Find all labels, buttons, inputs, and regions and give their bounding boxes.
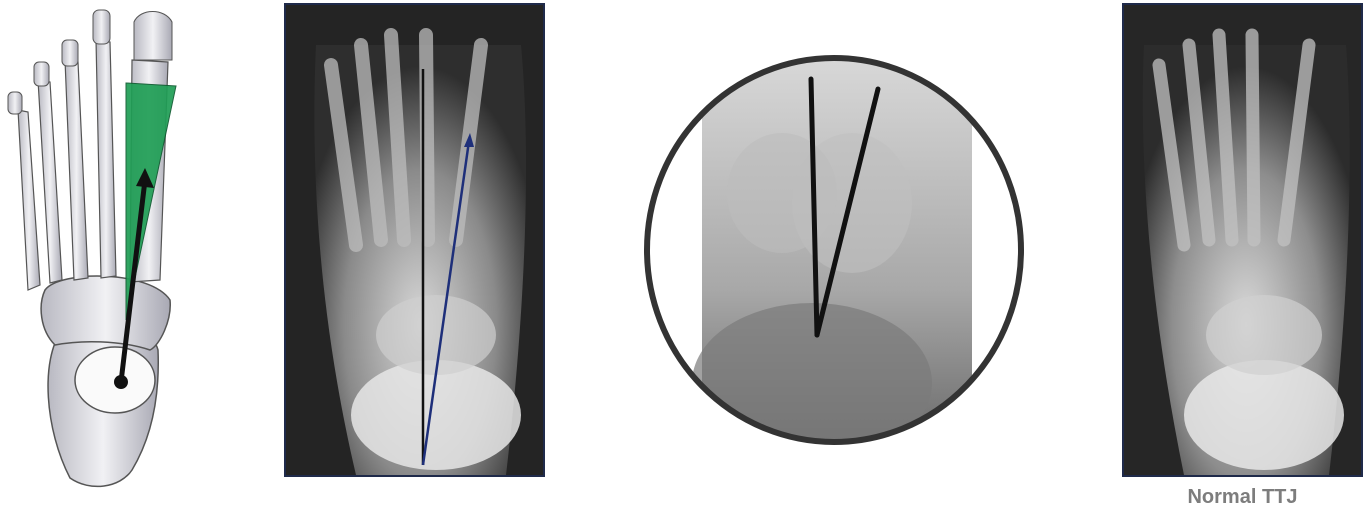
- radiograph-ap-svg: [286, 5, 543, 475]
- foot-radiograph-normal: [1122, 3, 1363, 477]
- radiograph-normal-svg: [1124, 5, 1361, 475]
- normal-ttj-caption: Normal TTJ: [1122, 486, 1363, 509]
- foot-radiograph-ap: [284, 3, 545, 477]
- foot-skeleton-svg: [0, 0, 200, 500]
- foot-skeleton-illustration: [0, 0, 200, 500]
- radiograph-circle-svg: [642, 53, 1026, 447]
- talus-radiograph-circle: [642, 53, 1026, 447]
